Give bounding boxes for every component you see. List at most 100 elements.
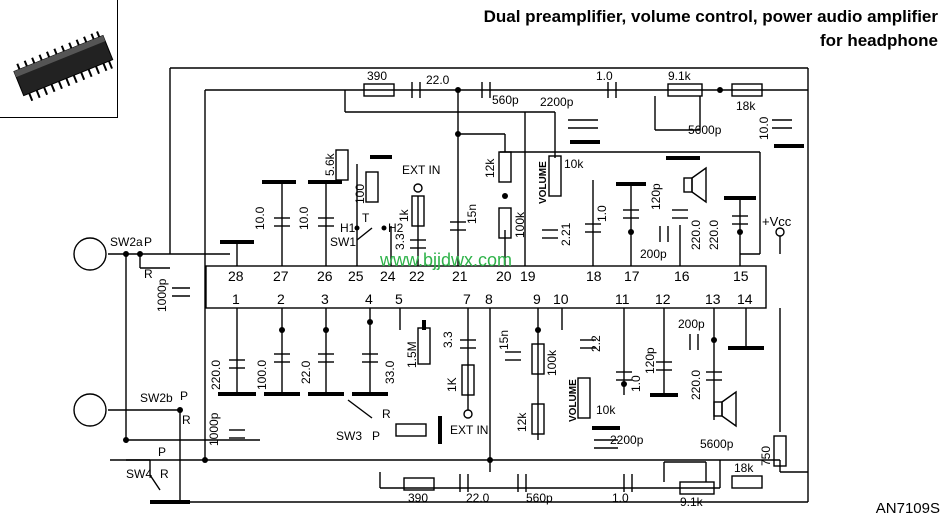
label-h2: H2 (388, 221, 404, 235)
label-ext-in-bot: EXT IN (450, 423, 488, 437)
label-sw2b: SW2b (140, 391, 173, 405)
label-c-200p-bot: 200p (678, 317, 705, 331)
pin-21: 21 (452, 268, 468, 284)
label-c-10-right: 10.0 (757, 116, 771, 140)
label-r-15m: 1.5M (405, 341, 419, 368)
diagram-title-line1: Dual preamplifier, volume control, power… (483, 7, 938, 26)
pin-16: 16 (674, 268, 690, 284)
pin-15: 15 (733, 268, 749, 284)
label-t: T (362, 211, 370, 225)
label-c-200p-top: 200p (640, 247, 667, 261)
pin-4: 4 (365, 291, 373, 307)
label-r-750: 750 (759, 446, 773, 466)
label-r-100k-bot: 100k (545, 349, 559, 376)
label-sw2a: SW2a (110, 235, 143, 249)
pin-3: 3 (321, 291, 329, 307)
label-sw2b-r: R (182, 413, 191, 427)
label-c-2200p-bot: 2200p (610, 433, 644, 447)
label-c-1-bot2: 1.0 (612, 491, 629, 505)
label-c-22-bot3: 22.0 (466, 491, 490, 505)
label-r-100: 100 (353, 184, 367, 204)
label-sw4-p: P (158, 445, 166, 459)
label-h1: H1 (340, 221, 356, 235)
label-r-12k-top: 12k (483, 158, 497, 178)
label-c-22-bot2: 2.2 (589, 335, 603, 352)
pin-22: 22 (409, 268, 425, 284)
label-pot-10k-bot: 10k (596, 403, 616, 417)
label-r-18k-top: 18k (736, 99, 756, 113)
label-c-1000p-bot: 1000p (207, 412, 221, 446)
pin-26: 26 (317, 268, 333, 284)
pin-17: 17 (624, 268, 640, 284)
label-c-22-top: 22.0 (426, 73, 450, 87)
pin-1: 1 (232, 291, 240, 307)
label-volume-top: VOLUME (538, 161, 549, 204)
pin-25: 25 (348, 268, 364, 284)
label-c-10-b: 10.0 (297, 206, 311, 230)
pin-24: 24 (380, 268, 396, 284)
label-c-100-bot: 100.0 (255, 360, 269, 390)
pin-28: 28 (228, 268, 244, 284)
pin-19: 19 (520, 268, 536, 284)
ic-package-icon (13, 31, 114, 102)
label-c-1-top2: 1.0 (595, 205, 609, 222)
label-sw3: SW3 (336, 429, 362, 443)
label-sw4-r: R (160, 467, 169, 481)
label-c-15n-top: 15n (465, 204, 479, 224)
ic-body (205, 265, 767, 309)
label-r-100k-top: 100k (513, 211, 527, 238)
label-ext-in-top: EXT IN (402, 163, 440, 177)
pin-11: 11 (615, 291, 630, 307)
label-r-390-bot: 390 (408, 491, 428, 505)
label-c-120p-top: 120p (649, 183, 663, 210)
label-pot-10k-top: 10k (564, 157, 584, 171)
label-sw4: SW4 (126, 467, 152, 481)
label-c-1000p-top: 1000p (155, 278, 169, 312)
ic-package-illustration (0, 0, 118, 118)
label-sw2b-p: P (180, 389, 188, 403)
watermark-text: www.bjjdwx.com (379, 250, 512, 270)
label-sw2a-p: P (144, 235, 152, 249)
label-c-33-top: 3.3 (393, 233, 407, 250)
label-c-220-top2: 220.0 (707, 220, 721, 250)
pin-27: 27 (273, 268, 289, 284)
label-c-220-bot2: 220.0 (689, 370, 703, 400)
label-volume-bot: VOLUME (568, 379, 579, 422)
pin-2: 2 (277, 291, 285, 307)
label-c-10-a: 10.0 (253, 206, 267, 230)
label-r-9k1-top: 9.1k (668, 69, 692, 83)
label-c-220-top: 220.0 (689, 220, 703, 250)
pin-18: 18 (586, 268, 602, 284)
label-r-390-top: 390 (367, 69, 387, 83)
pin-13: 13 (705, 291, 721, 307)
label-r-12k-bot: 12k (515, 412, 529, 432)
label-c-5600p-bot: 5600p (700, 437, 734, 451)
label-vcc: +Vcc (762, 214, 792, 229)
label-c-560p-bot: 560p (526, 491, 553, 505)
pin-14: 14 (737, 291, 753, 307)
pin-8: 8 (485, 291, 493, 307)
label-c-220-bot: 220.0 (209, 360, 223, 390)
label-c-15n-bot: 15n (497, 330, 511, 350)
label-sw1: SW1 (330, 235, 356, 249)
diagram-title-line2: for headphone (819, 31, 938, 50)
label-c-560p-top: 560p (492, 93, 519, 107)
label-c-1-top: 1.0 (596, 69, 613, 83)
pin-20: 20 (496, 268, 512, 284)
pin-5: 5 (395, 291, 403, 307)
label-c-22-bot: 22.0 (299, 360, 313, 384)
label-c-1-bot: 1.0 (629, 375, 643, 392)
label-sw3-r: R (382, 407, 391, 421)
label-sw2a-r: R (144, 267, 153, 281)
label-r-9k1-bot: 9.1k (680, 495, 704, 509)
label-c-33-bot: 33.0 (383, 360, 397, 384)
label-c-5600p-top: 5600p (688, 123, 722, 137)
label-c-120p-bot: 120p (643, 347, 657, 374)
label-r-18k-bot: 18k (734, 461, 754, 475)
label-r-1k-bot: 1K (445, 377, 459, 392)
pin-9: 9 (533, 291, 541, 307)
pin-12: 12 (655, 291, 671, 307)
label-c-33-bot2: 3.3 (441, 331, 455, 348)
label-c-2200p-top: 2200p (540, 95, 574, 109)
